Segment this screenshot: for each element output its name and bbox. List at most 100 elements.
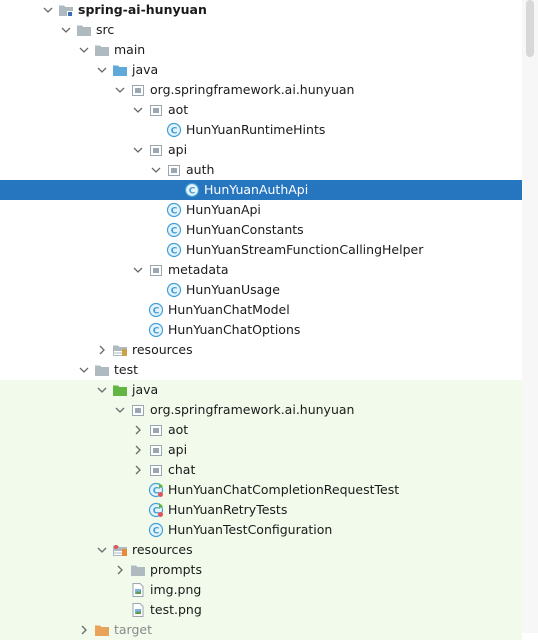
image-file-icon [130,582,146,598]
tree-item-label: HunYuanStreamFunctionCallingHelper [186,242,424,257]
excluded-folder-icon [94,622,110,638]
class-icon: C [148,522,164,538]
svg-text:C: C [153,307,160,317]
chevron-down-icon[interactable] [130,100,146,120]
tree-item-label: prompts [150,562,202,577]
chevron-down-icon[interactable] [94,380,110,400]
class-icon: C [166,202,182,218]
svg-text:C: C [153,327,160,337]
tree-row-hunyuanchatmodel[interactable]: C HunYuanChatModel [0,300,522,320]
package-icon [130,82,146,98]
tree-row-metadata[interactable]: metadata [0,260,522,280]
test-resources-folder-icon [112,542,128,558]
tree-row-resources[interactable]: resources [0,540,522,560]
svg-text:C: C [171,287,178,297]
chevron-right-icon[interactable] [130,440,146,460]
package-icon [148,262,164,278]
chevron-down-icon[interactable] [40,0,56,20]
tree-item-label: aot [168,422,189,437]
svg-text:C: C [171,227,178,237]
tree-row-main[interactable]: main [0,40,522,60]
chevron-down-icon[interactable] [94,60,110,80]
chevron-down-icon[interactable] [76,360,92,380]
tree-item-label: HunYuanRuntimeHints [186,122,326,137]
tree-row-hunyuanchatoptions[interactable]: C HunYuanChatOptions [0,320,522,340]
tree-row-hunyuanusage[interactable]: C HunYuanUsage [0,280,522,300]
chevron-right-icon[interactable] [130,460,146,480]
package-icon [166,162,182,178]
svg-text:C: C [153,487,160,497]
tree-row-hunyuanruntimehints[interactable]: C HunYuanRuntimeHints [0,120,522,140]
tree-item-label: api [168,142,188,157]
tree-item-label: HunYuanChatOptions [168,322,301,337]
chevron-down-icon[interactable] [58,20,74,40]
tree-item-label: resources [132,342,193,357]
tree-item-label: org.springframework.ai.hunyuan [150,402,355,417]
tree-item-label: java [132,62,159,77]
tree-row-src[interactable]: src [0,20,522,40]
chevron-right-icon[interactable] [130,420,146,440]
chevron-right-icon[interactable] [112,560,128,580]
tree-row-java[interactable]: java [0,380,522,400]
chevron-down-icon[interactable] [148,160,164,180]
tree-row-test-png[interactable]: test.png [0,600,522,620]
tree-row-chat[interactable]: chat [0,460,522,480]
tree-item-label: img.png [150,582,202,597]
chevron-down-icon[interactable] [76,40,92,60]
chevron-down-icon[interactable] [130,140,146,160]
class-icon: C [166,282,182,298]
chevron-down-icon[interactable] [112,80,128,100]
chevron-right-icon[interactable] [94,340,110,360]
chevron-right-icon[interactable] [76,620,92,640]
tree-row-target[interactable]: target [0,620,522,640]
class-icon: C [166,122,182,138]
class-icon: C [148,322,164,338]
svg-text:C: C [171,247,178,257]
tree-item-label: org.springframework.ai.hunyuan [150,82,355,97]
chevron-down-icon[interactable] [130,260,146,280]
folder-icon [76,22,92,38]
package-icon [130,402,146,418]
test-class-icon: C [148,502,164,518]
package-icon [148,442,164,458]
tree-item-label: HunYuanApi [186,202,261,217]
tree-item-label: HunYuanUsage [186,282,280,297]
tree-row-test[interactable]: test [0,360,522,380]
tree-row-hunyuanstreamfunctioncallinghelper[interactable]: C HunYuanStreamFunctionCallingHelper [0,240,522,260]
tree-item-label: HunYuanChatModel [168,302,290,317]
package-icon [148,142,164,158]
tree-row-spring-ai-hunyuan[interactable]: spring-ai-hunyuan [0,0,522,20]
vertical-scrollbar[interactable] [522,0,538,633]
tree-row-org-springframework-ai-hunyuan[interactable]: org.springframework.ai.hunyuan [0,80,522,100]
scrollbar-thumb[interactable] [526,0,534,57]
tree-row-auth[interactable]: auth [0,160,522,180]
svg-text:C: C [189,187,196,197]
tree-item-label: HunYuanRetryTests [168,502,288,517]
tree-row-api[interactable]: api [0,140,522,160]
class-icon: C [184,182,200,198]
tree-item-label: target [114,622,153,637]
tree-row-org-springframework-ai-hunyuan[interactable]: org.springframework.ai.hunyuan [0,400,522,420]
tree-row-img-png[interactable]: img.png [0,580,522,600]
tree-row-java[interactable]: java [0,60,522,80]
tree-row-aot[interactable]: aot [0,100,522,120]
tree-item-label: java [132,382,159,397]
tree-row-prompts[interactable]: prompts [0,560,522,580]
tree-item-label: aot [168,102,189,117]
tree-row-hunyuanapi[interactable]: C HunYuanApi [0,200,522,220]
tree-item-label: test.png [150,602,202,617]
chevron-down-icon[interactable] [94,540,110,560]
folder-icon [130,562,146,578]
chevron-down-icon[interactable] [112,400,128,420]
tree-row-api[interactable]: api [0,440,522,460]
class-icon: C [166,242,182,258]
test-class-icon: C [148,482,164,498]
tree-row-aot[interactable]: aot [0,420,522,440]
tree-item-label: src [96,22,115,37]
tree-row-resources[interactable]: resources [0,340,522,360]
tree-row-hunyuanretrytests[interactable]: C HunYuanRetryTests [0,500,522,520]
